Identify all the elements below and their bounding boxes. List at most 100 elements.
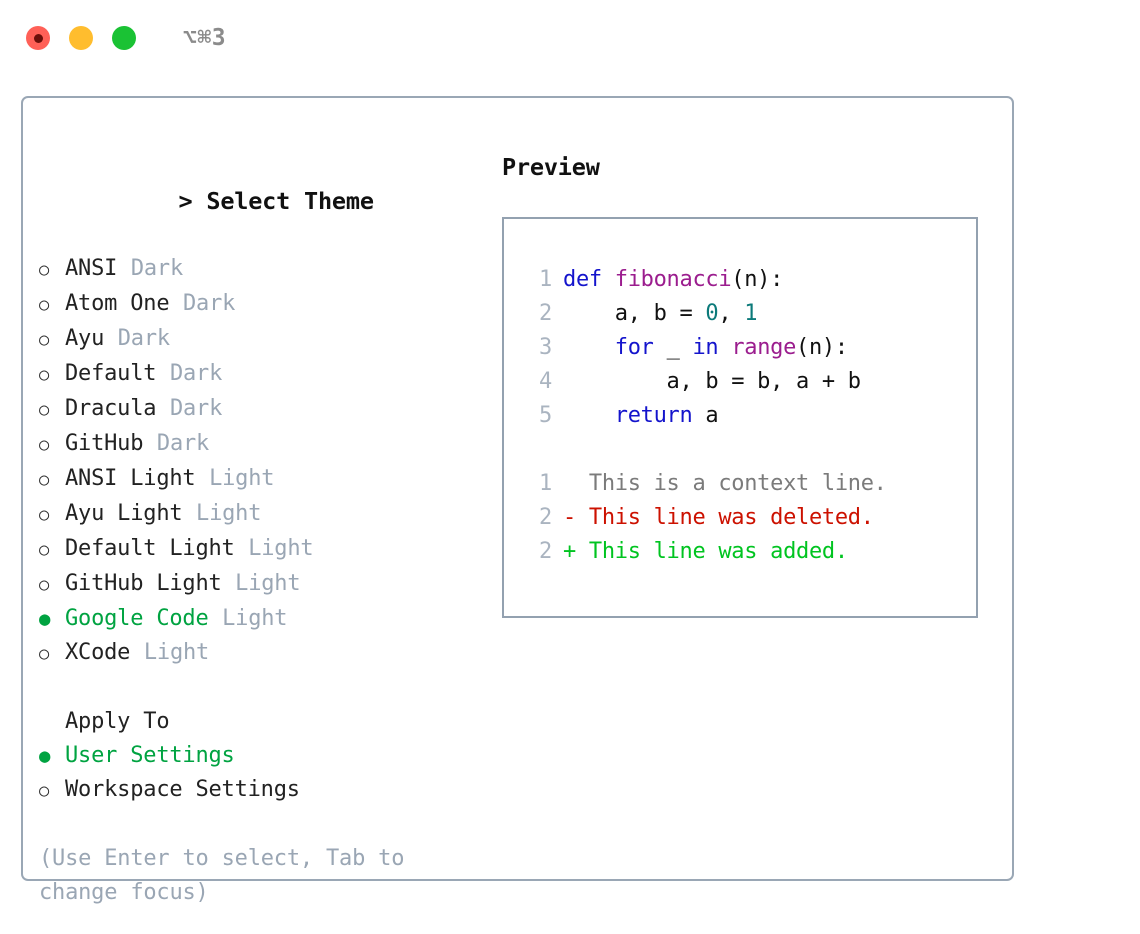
code-line: 4 a, b = b, a + b <box>522 365 976 399</box>
code-token-num: 0 <box>705 301 719 326</box>
radio-unselected-icon: ○ <box>39 540 50 560</box>
theme-variant-tag: Dark <box>183 291 236 316</box>
theme-variant-tag: Light <box>209 466 275 491</box>
theme-variant-tag: Dark <box>169 361 223 386</box>
radio-selected-icon: ● <box>39 745 51 767</box>
theme-option-ayu-light[interactable]: ○ Ayu Light Light <box>39 497 499 532</box>
code-token-fn: fibonacci <box>614 267 732 292</box>
code-token-kw: for <box>614 335 654 360</box>
code-text: a, b = 0, 1 <box>563 297 758 331</box>
apply-to-option-list[interactable]: ● User Settings ○Workspace Settings <box>39 739 499 808</box>
list-spacer <box>39 671 499 705</box>
theme-variant-tag: Light <box>196 501 262 526</box>
theme-variant-tag: Light <box>143 640 210 665</box>
theme-variant-tag: Dark <box>130 256 183 281</box>
line-number: 2 <box>539 539 552 564</box>
code-line: 5 return a <box>522 399 976 433</box>
radio-unselected-icon: ○ <box>39 644 50 664</box>
code-token-pl: _ <box>653 335 693 360</box>
keyboard-hint-text: (Use Enter to select, Tab to change focu… <box>39 846 405 905</box>
radio-unselected-icon: ○ <box>39 505 50 525</box>
code-token-pl: (n): <box>796 335 848 360</box>
line-number: 1 <box>539 267 552 292</box>
apply-option-workspace-settings[interactable]: ○Workspace Settings <box>39 773 499 808</box>
theme-variant-tag: Light <box>248 536 314 561</box>
theme-variant-tag: Light <box>222 606 288 631</box>
code-token-pl: , <box>718 301 745 326</box>
theme-option-label: XCode <box>65 640 131 665</box>
code-token-fn: range <box>731 335 797 360</box>
theme-option-label: Default Light <box>65 536 235 561</box>
radio-unselected-icon: ○ <box>39 295 50 315</box>
code-token-pl <box>563 335 615 360</box>
select-theme-heading-text: Select Theme <box>206 187 374 215</box>
close-icon[interactable] <box>26 26 50 50</box>
theme-option-xcode[interactable]: ○ XCode Light <box>39 636 499 671</box>
line-number: 5 <box>539 403 552 428</box>
diff-text-add: + This line was added. <box>563 539 848 564</box>
radio-unselected-icon: ○ <box>39 470 50 490</box>
code-token-pl: (n): <box>731 267 784 292</box>
code-token-pl: a, b = <box>563 301 706 326</box>
theme-option-dracula[interactable]: ○ Dracula Dark <box>39 392 499 427</box>
theme-option-label: Ayu <box>65 326 105 351</box>
code-token-pl: a <box>692 403 719 428</box>
prompt-caret-icon: > <box>178 187 193 215</box>
theme-option-default-light[interactable]: ○ Default Light Light <box>39 532 499 567</box>
theme-option-label: ANSI Light <box>65 466 196 491</box>
maximize-icon[interactable] <box>112 26 136 50</box>
diff-sample: 1 This is a context line.2- This line wa… <box>522 467 976 569</box>
code-line: 3 for _ in range(n): <box>522 331 976 365</box>
radio-unselected-icon: ○ <box>39 575 50 595</box>
apply-option-user-settings[interactable]: ● User Settings <box>39 739 499 773</box>
code-text: a, b = b, a + b <box>563 365 862 399</box>
theme-option-label: Default <box>65 361 157 386</box>
theme-option-label: Google Code <box>65 606 209 631</box>
theme-option-google-code[interactable]: ● Google Code Light <box>39 602 499 636</box>
radio-unselected-icon: ○ <box>39 435 50 455</box>
diff-line: 1 This is a context line. <box>522 467 976 501</box>
radio-selected-icon: ● <box>39 608 51 630</box>
radio-unselected-icon: ○ <box>39 781 50 801</box>
theme-variant-tag: Dark <box>117 326 170 351</box>
radio-unselected-icon: ○ <box>39 400 50 420</box>
theme-option-label: Dracula <box>65 396 157 421</box>
theme-option-ayu[interactable]: ○ Ayu Dark <box>39 322 499 357</box>
minimize-icon[interactable] <box>69 26 93 50</box>
code-token-num: 1 <box>744 301 758 326</box>
window-controls <box>26 26 136 50</box>
diff-line: 2 + This line was added. <box>522 535 976 569</box>
theme-option-label: ANSI <box>65 256 118 281</box>
theme-variant-tag: Light <box>235 571 301 596</box>
apply-option-label: User Settings <box>65 743 235 768</box>
keyboard-shortcut-label: ⌥⌘3 <box>183 24 227 51</box>
select-theme-heading: > Select Theme <box>39 150 499 252</box>
theme-option-label: GitHub <box>65 431 144 456</box>
theme-variant-tag: Dark <box>169 396 223 421</box>
code-line: 1 def fibonacci(n): <box>522 263 976 297</box>
code-token-pl <box>718 335 731 360</box>
diff-text-ctx: This is a context line. <box>563 471 887 496</box>
preview-spacer <box>522 433 976 467</box>
code-text: def fibonacci(n): <box>563 263 783 297</box>
radio-unselected-icon: ○ <box>39 330 50 350</box>
diff-line: 2- This line was deleted. <box>522 501 976 535</box>
code-line: 2 a, b = 0, 1 <box>522 297 976 331</box>
line-number: 2 <box>539 301 552 326</box>
line-number: 2 <box>539 505 552 530</box>
theme-option-label: Ayu Light <box>65 501 183 526</box>
code-token-kw: return <box>614 403 693 428</box>
preview-heading: Preview <box>502 153 600 181</box>
code-token-kw: in <box>692 335 719 360</box>
theme-option-ansi-light[interactable]: ○ ANSI Light Light <box>39 462 499 497</box>
